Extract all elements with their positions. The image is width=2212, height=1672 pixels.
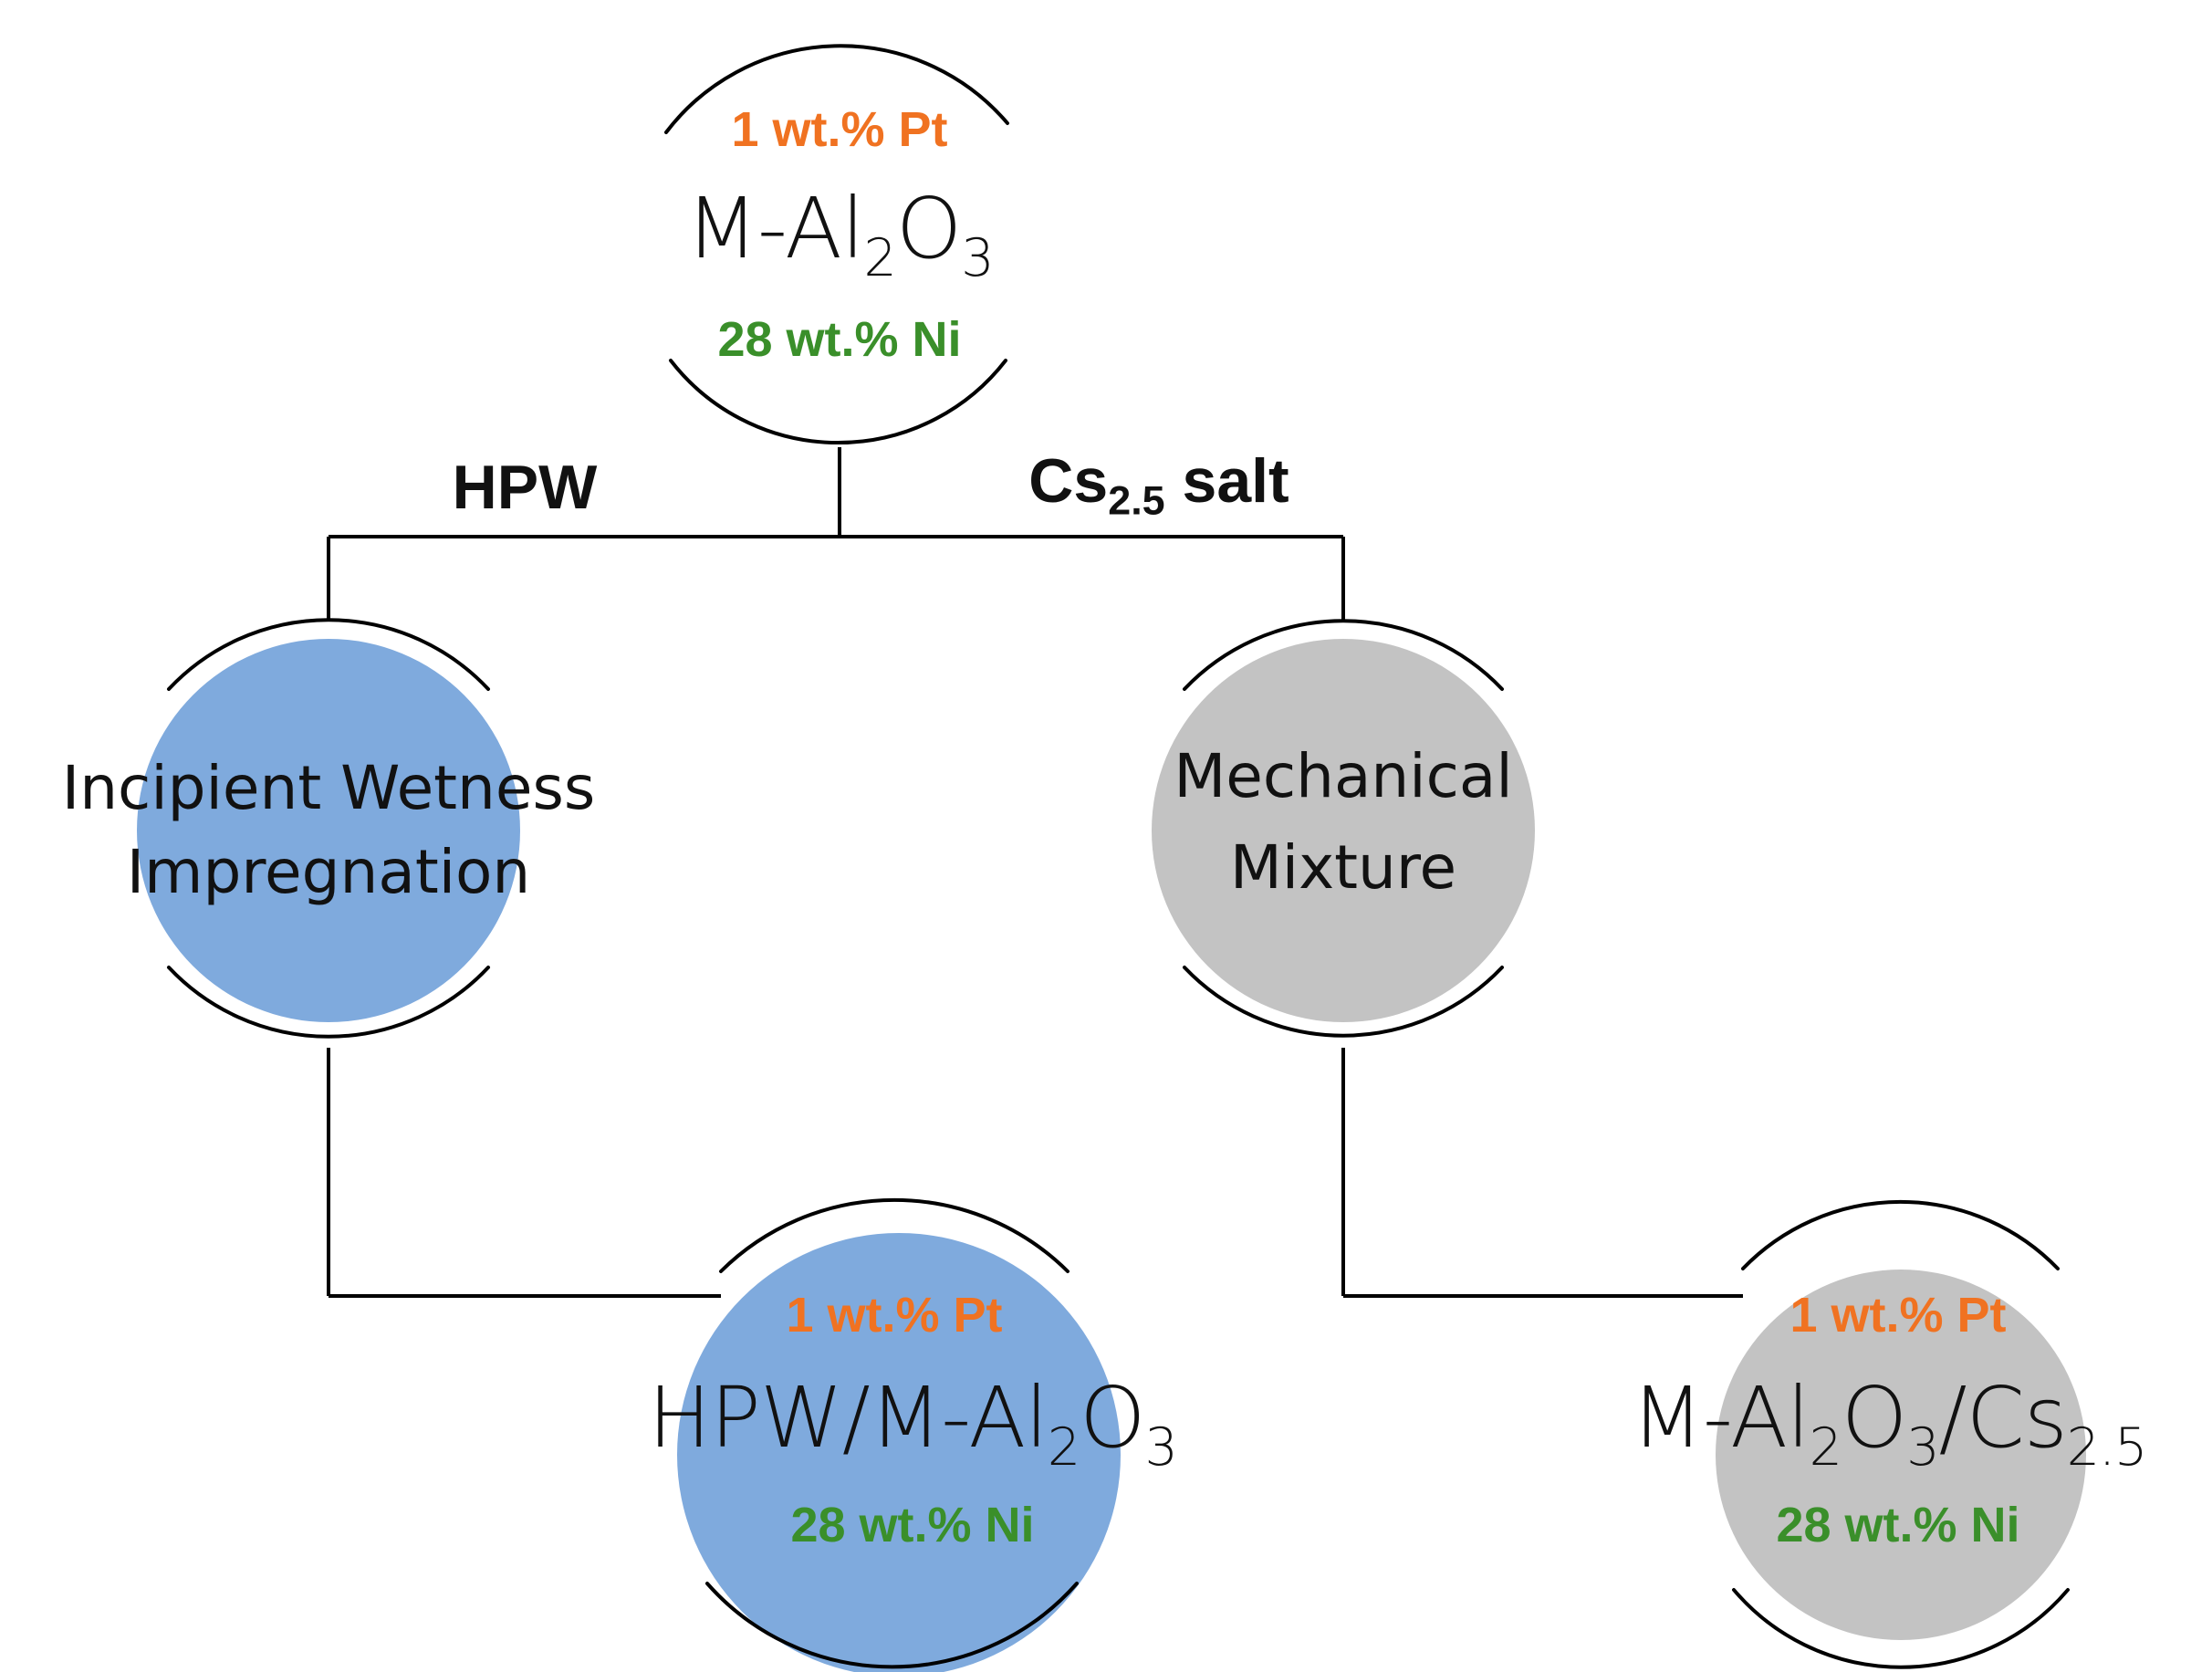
hpw-product-formula-sub1: 2 [1047, 1416, 1080, 1478]
hpw-product-formula-mid: O [1080, 1369, 1145, 1467]
top-node-pt-label: 1 wt.% Pt [731, 102, 948, 157]
impregnation-lower-arc [167, 966, 490, 1039]
method-impregnation-line2: Impregnation [126, 837, 531, 908]
mixture-lower-arc [1183, 966, 1504, 1038]
branch-label-cs-main: Cs [1028, 446, 1109, 516]
cs-product-formula-main: M-Al [1631, 1369, 1810, 1467]
top-node-formula: M-Al2O3 [685, 187, 994, 285]
impregnation-node-fill [137, 639, 520, 1022]
hpw-product-node-fill [677, 1233, 1121, 1672]
mixture-node-fill [1152, 639, 1535, 1022]
cs-product-formula-sub3: 2.5 [2066, 1416, 2148, 1478]
cs-product-formula-sub1: 2 [1809, 1416, 1842, 1478]
method-mixture-line2: Mixture [1229, 832, 1457, 904]
cs-product-ni-label: 28 wt.% Ni [1776, 1498, 2020, 1552]
cs-product-upper-arc [1741, 1199, 2060, 1270]
cs-product-formula: M-Al2O3/Cs2.5 [1632, 1376, 2148, 1474]
cs-product-formula-sub2: 3 [1906, 1416, 1939, 1478]
method-impregnation: Incipient Wetness Impregnation [62, 747, 596, 915]
impregnation-upper-arc [167, 618, 490, 691]
bracket-arcs [167, 44, 2070, 1669]
cs-product-node-fill [1716, 1270, 2086, 1640]
branch-label-cs-sub: 2.5 [1108, 476, 1165, 524]
hpw-product-lower-arc [705, 1582, 1079, 1669]
cs-product-lower-arc [1732, 1588, 2070, 1669]
cs-product-formula-mid: O [1841, 1369, 1907, 1467]
hpw-product-upper-arc [719, 1197, 1069, 1273]
hpw-product-formula: HPW/M-Al2O3 [648, 1376, 1178, 1474]
branch-label-hpw: HPW [452, 453, 598, 522]
top-node-ni-label: 28 wt.% Ni [717, 312, 962, 367]
top-node-formula-mid: O [895, 180, 962, 277]
branch-label-cs-salt: Cs2.5 salt [1028, 450, 1289, 520]
method-mixture: Mechanical Mixture [1174, 735, 1512, 911]
method-mixture-line1: Mechanical [1174, 741, 1513, 811]
top-node-upper-arc [664, 44, 1009, 134]
connector-lines [327, 447, 1743, 1298]
top-node-formula-sub2: 3 [961, 227, 994, 288]
top-node-formula-sub1: 2 [863, 227, 897, 288]
cs-product-pt-label: 1 wt.% Pt [1789, 1288, 2007, 1343]
top-node-formula-main: M-Al [685, 180, 864, 277]
method-impregnation-line1: Incipient Wetness [61, 753, 596, 823]
hpw-product-formula-main: HPW/M-Al [648, 1369, 1049, 1467]
hpw-product-ni-label: 28 wt.% Ni [790, 1498, 1035, 1552]
mixture-upper-arc [1183, 619, 1504, 691]
cs-product-formula-tail: /Cs [1938, 1369, 2068, 1467]
hpw-product-pt-label: 1 wt.% Pt [786, 1288, 1003, 1343]
top-node-lower-arc [669, 359, 1007, 445]
hpw-product-formula-sub2: 3 [1144, 1416, 1178, 1478]
branch-label-cs-tail: salt [1164, 446, 1289, 516]
